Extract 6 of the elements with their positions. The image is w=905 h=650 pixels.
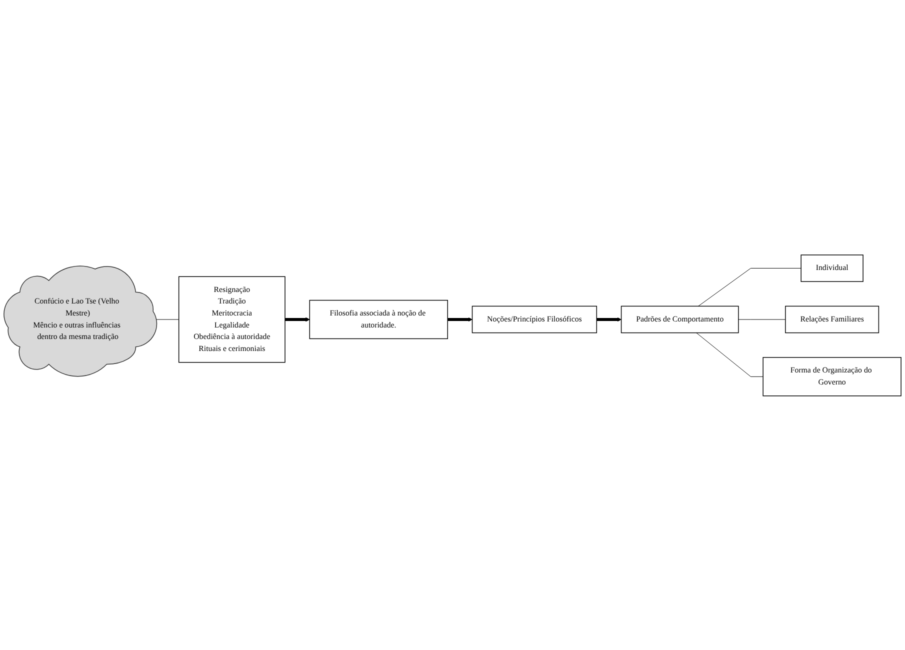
connector [738,318,786,320]
arrow [448,316,472,322]
connector [696,332,764,376]
arrow [285,316,310,322]
connector [698,268,802,306]
arrow [596,316,622,322]
